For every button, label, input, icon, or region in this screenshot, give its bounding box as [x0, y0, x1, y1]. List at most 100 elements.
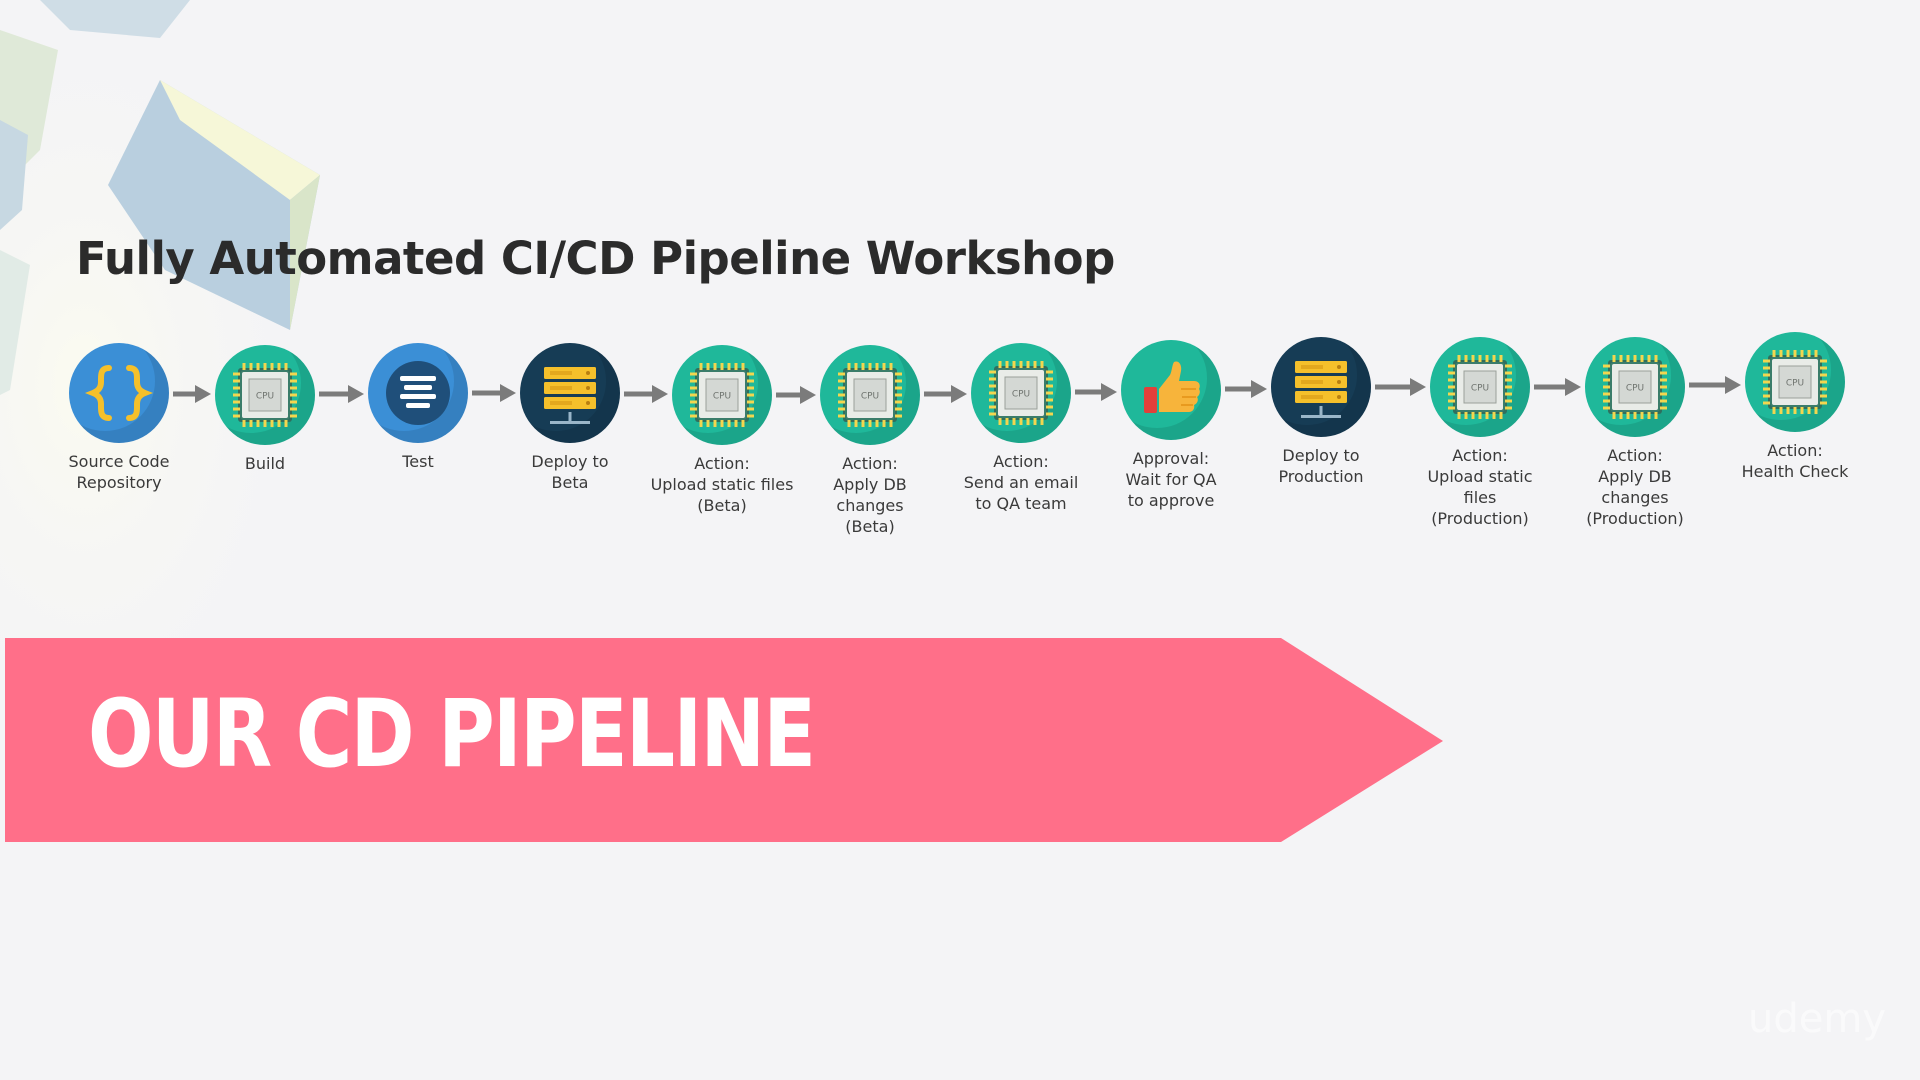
stage-circle [368, 343, 468, 443]
stage-label: Deploy to Beta [480, 451, 660, 493]
stage-label: Deploy to Production [1231, 445, 1411, 487]
flow-arrow [1689, 375, 1741, 394]
stage-label-line: (Production) [1586, 509, 1684, 528]
stage-label-line: Upload static [1427, 467, 1533, 486]
server-icon [535, 355, 605, 431]
pipeline-stage: CPU Build [175, 345, 355, 474]
pipeline-stage: CPU Action: Apply DB changes (Beta) [780, 345, 960, 537]
cpu-icon: CPU [1442, 349, 1518, 425]
stage-label-line: Test [402, 452, 434, 471]
pipeline-stage: CPU Action: Upload static files (Production… [1390, 337, 1570, 529]
stage-circle: CPU [1745, 332, 1845, 432]
stage-label: Action: Send an email to QA team [931, 451, 1111, 514]
stage-label-line: Action: [694, 454, 750, 473]
stage-label-line: (Beta) [697, 496, 747, 515]
stage-label: Action: Apply DB changes (Beta) [780, 453, 960, 537]
cpu-icon: CPU [832, 357, 908, 433]
banner-title: OUR CD PIPELINE [88, 680, 816, 789]
stage-label-line: Approval: [1132, 449, 1210, 468]
cpu-chip-label: CPU [1786, 379, 1804, 389]
stage-label-line: files [1463, 488, 1497, 507]
stage-circle [1271, 337, 1371, 437]
stage-label-line: Upload static files [650, 475, 794, 494]
stage-label-line: Deploy to [1282, 446, 1360, 465]
pipeline-stage: CPU Action: Upload static files (Beta) [632, 345, 812, 516]
cpu-icon: CPU [983, 355, 1059, 431]
pipeline-stage: Deploy to Production [1231, 337, 1411, 487]
stage-label-line: Wait for QA [1125, 470, 1217, 489]
stage-label: Test [328, 451, 508, 472]
watermark-logo: udemy [1748, 996, 1886, 1042]
pipeline-stage: CPU Action: Apply DB changes (Production) [1545, 337, 1725, 529]
pipeline-stage: CPU Action: Send an email to QA team [931, 343, 1111, 514]
flow-arrow [924, 385, 967, 403]
cpu-icon: CPU [227, 357, 303, 433]
pipeline-stage: Deploy to Beta [480, 343, 660, 493]
stage-label-line: (Beta) [845, 517, 895, 536]
pipeline-stage: Test [328, 343, 508, 472]
server-icon [1286, 349, 1356, 425]
cpu-icon: CPU [684, 357, 760, 433]
stage-label: Approval: Wait for QA to approve [1081, 448, 1261, 511]
stage-circle [520, 343, 620, 443]
pipeline-stage: CPU Action: Health Check [1705, 332, 1885, 482]
cpu-chip-label: CPU [1471, 384, 1489, 394]
flow-arrow [319, 385, 364, 403]
stage-label-line: Apply DB [1598, 467, 1672, 486]
stage-circle: CPU [1430, 337, 1530, 437]
flow-arrow [624, 385, 668, 403]
slide-title: Fully Automated CI/CD Pipeline Workshop [76, 232, 1115, 285]
stage-label-line: Build [244, 454, 286, 473]
stage-label-line: Health Check [1741, 462, 1849, 481]
cpu-chip-label: CPU [713, 392, 731, 402]
flow-arrow [1225, 379, 1267, 398]
stage-label-line: Send an email [963, 473, 1079, 492]
stage-label-line: Deploy to [531, 452, 609, 471]
stage-label-line: to QA team [975, 494, 1067, 513]
thumbs-up-icon [1136, 355, 1206, 425]
stage-label-line: Production [1278, 467, 1364, 486]
code-braces-icon [84, 358, 154, 428]
flow-arrow [173, 385, 211, 403]
flow-arrow [776, 386, 816, 404]
stage-label: Action: Upload static files (Beta) [632, 453, 812, 516]
stage-label-line: Action: [993, 452, 1049, 471]
flow-arrow [472, 384, 516, 402]
stage-label-line: Beta [551, 473, 589, 492]
stage-label-line: Action: [1452, 446, 1508, 465]
stage-label: Build [175, 453, 355, 474]
stage-label-line: Repository [76, 473, 162, 492]
stage-circle [69, 343, 169, 443]
stage-circle: CPU [971, 343, 1071, 443]
stage-label-line: Action: [842, 454, 898, 473]
cpu-chip-label: CPU [256, 392, 274, 402]
flow-arrow [1375, 378, 1426, 396]
flow-arrow [1534, 378, 1581, 396]
stage-label-line: Action: [1607, 446, 1663, 465]
stage-circle: CPU [820, 345, 920, 445]
cpu-icon: CPU [1597, 349, 1673, 425]
list-icon [383, 358, 453, 428]
stage-label-line: Apply DB [833, 475, 907, 494]
stage-label-line: Source Code [68, 452, 170, 471]
stage-circle: CPU [1585, 337, 1685, 437]
stage-circle: CPU [215, 345, 315, 445]
stage-label: Action: Health Check [1705, 440, 1885, 482]
stage-label-line: changes [1601, 488, 1669, 507]
pipeline-stage: Approval: Wait for QA to approve [1081, 340, 1261, 511]
stage-label: Action: Upload static files (Production) [1390, 445, 1570, 529]
flow-arrow [1075, 382, 1117, 401]
cpu-chip-label: CPU [1012, 390, 1030, 400]
stage-label-line: (Production) [1431, 509, 1529, 528]
cpu-chip-label: CPU [1626, 384, 1644, 394]
stage-label-line: to approve [1127, 491, 1215, 510]
cpu-chip-label: CPU [861, 392, 879, 402]
stage-label: Action: Apply DB changes (Production) [1545, 445, 1725, 529]
stage-circle [1121, 340, 1221, 440]
stage-label-line: Action: [1767, 441, 1823, 460]
banner-arrow [5, 638, 1443, 842]
stage-label-line: changes [836, 496, 904, 515]
